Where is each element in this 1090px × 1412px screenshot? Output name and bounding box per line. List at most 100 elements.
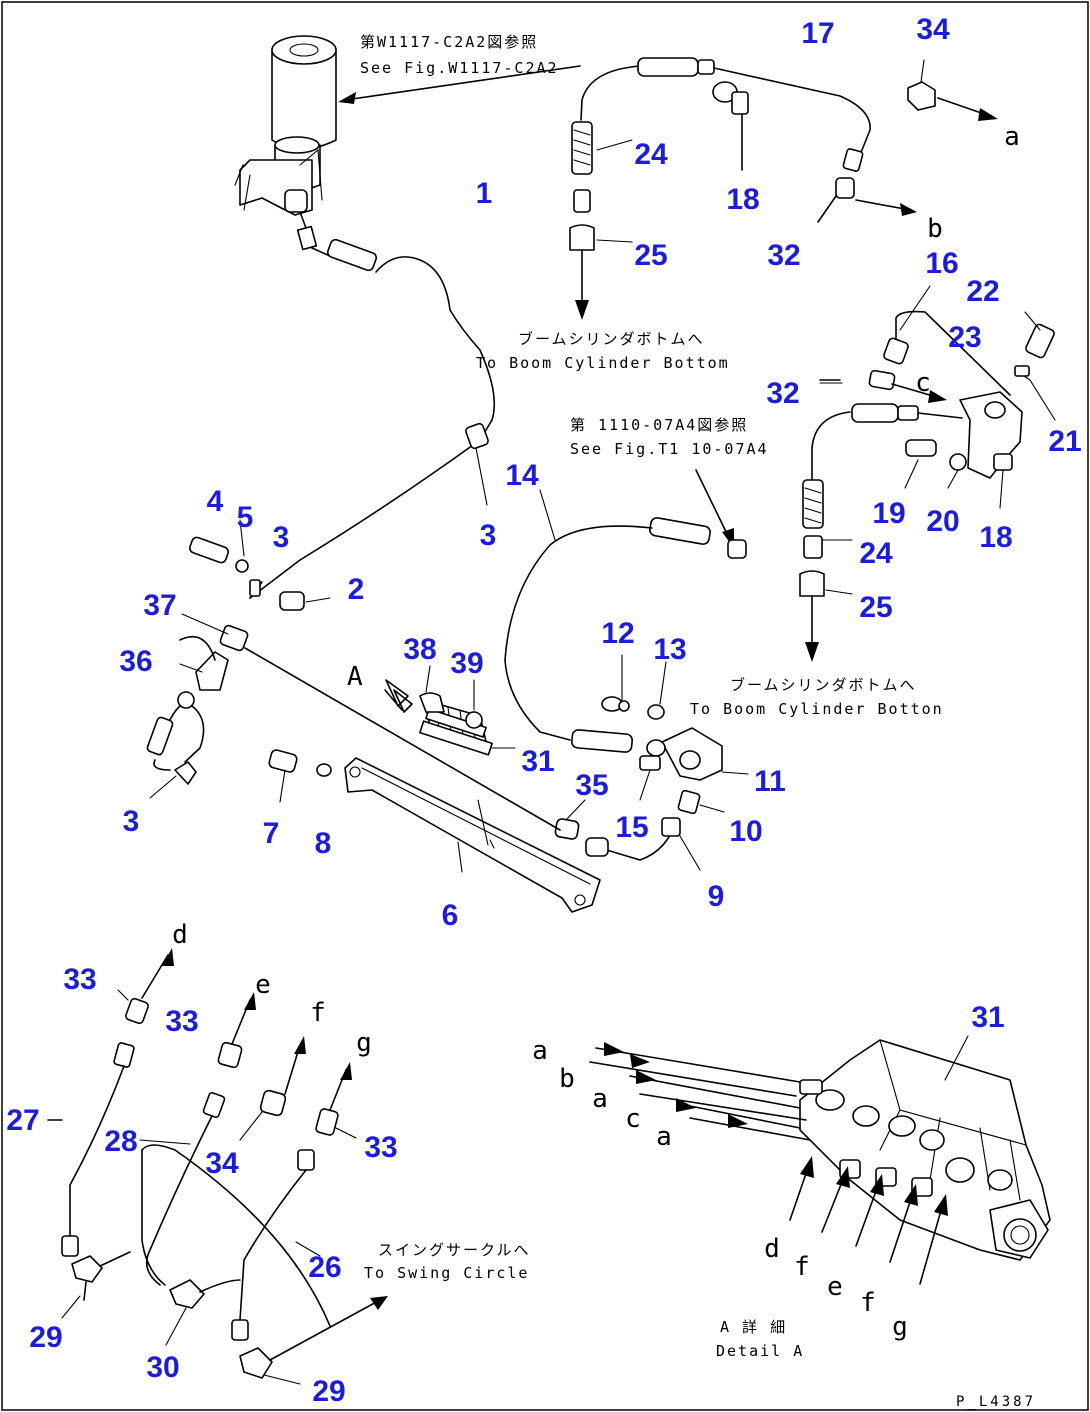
fitting-group-10-15 [554,654,749,871]
part-number-38: 38 [403,633,436,666]
boom1-jp: ブームシリンダボトムへ [518,330,705,348]
part-number-36: 36 [119,645,152,678]
ref-fig1-en: See Fig.W1117-C2A2 [360,59,559,77]
solenoid-valve-assembly [234,35,496,421]
port-letter-f: f [310,998,326,1028]
part-number-39: 39 [450,647,483,680]
ref-fig2-en: See Fig.T1 10-07A4 [570,440,769,458]
part-number-31: 31 [521,745,554,778]
part-number-31: 31 [971,1001,1004,1034]
part-number-17: 17 [801,17,834,50]
port-letter-e: e [255,970,271,1000]
part-number-33: 33 [364,1131,397,1164]
part-number-29: 29 [29,1321,62,1354]
swing-circle-hoses [47,948,388,1385]
part-number-16: 16 [925,247,958,280]
swing-jp: スイングサークルへ [378,1241,531,1259]
port-letter-c: c [625,1104,641,1134]
part-number-14: 14 [505,459,539,492]
part-number-37: 37 [143,589,176,622]
left-fitting-group [146,519,331,799]
part-number-12: 12 [601,617,634,650]
part-number-5: 5 [237,501,254,534]
detail-jp: A 詳 細 [720,1318,787,1336]
port-letter-d: d [764,1234,780,1264]
part-number-27: 27 [6,1104,39,1137]
detail-a-caption: A 詳 細 Detail A [716,1318,804,1360]
detail-a-valve [589,1035,1051,1285]
port-letter-b: b [559,1064,575,1094]
part-number-8: 8 [315,827,332,860]
port-letter-a: a [532,1036,548,1066]
port-letter-f: f [794,1252,810,1282]
part-number-7: 7 [263,817,280,850]
part-number-33: 33 [63,963,96,996]
part-number-26: 26 [308,1251,341,1284]
swing-en: To Swing Circle [364,1264,529,1282]
boom2-en: To Boom Cylinder Botton [690,700,944,718]
part-number-9: 9 [708,880,725,913]
ref-fig2-jp: 第 1110-07A4図参照 [570,416,748,434]
boom2-jp: ブームシリンダボトムへ [730,676,917,694]
part-number-32: 32 [766,377,799,410]
boom-cylinder-note-1: ブームシリンダボトムへ To Boom Cylinder Bottom [476,330,730,372]
part-number-35: 35 [575,769,608,802]
figure-code: P_L4387 [956,1394,1036,1410]
view-label-a: A [347,662,363,692]
part-number-15: 15 [615,811,648,844]
port-letter-a: a [592,1084,608,1114]
part-number-25: 25 [859,591,892,624]
part-number-3: 3 [273,521,290,554]
part-number-32: 32 [767,239,800,272]
part-number-33: 33 [165,1005,198,1038]
port-letter-g: g [892,1312,908,1342]
detail-en: Detail A [716,1342,804,1360]
part-number-18: 18 [979,521,1012,554]
part-number-3: 3 [480,519,497,552]
control-valve-31 [244,647,561,831]
port-letter-b: b [927,214,943,244]
hose-17-assembly [569,57,917,320]
boom-cylinder-note-2: ブームシリンダボトムへ To Boom Cylinder Botton [690,676,944,718]
part-number-20: 20 [926,505,959,538]
boom1-en: To Boom Cylinder Bottom [476,354,730,372]
part-number-21: 21 [1048,425,1081,458]
elbow-34-top [907,59,998,121]
ref-fig1-jp: 第W1117-C2A2図参照 [360,33,538,51]
part-number-3: 3 [123,805,140,838]
port-letter-g: g [356,1028,372,1058]
port-letter-e: e [827,1272,843,1302]
part-number-34: 34 [205,1147,239,1180]
part-number-11: 11 [754,765,786,798]
part-number-28: 28 [104,1125,137,1158]
mounting-bracket-6 [268,749,601,913]
part-number-34: 34 [916,13,950,46]
port-letter-d: d [172,920,188,950]
port-letter-f: f [860,1288,876,1318]
clamp-3-upper [465,422,489,450]
part-number-13: 13 [653,633,686,666]
part-number-2: 2 [348,573,365,606]
part-number-19: 19 [872,497,905,530]
part-number-6: 6 [442,899,459,932]
port-letter-a: a [1004,122,1020,152]
part-number-29: 29 [312,1375,345,1408]
port-letter-c: c [915,368,931,398]
part-number-1: 1 [476,177,493,210]
swing-circle-note: スイングサークルへ To Swing Circle [364,1241,531,1282]
part-number-30: 30 [146,1351,179,1384]
part-number-25: 25 [634,239,667,272]
part-number-24: 24 [859,537,893,570]
hose-1 [249,419,493,599]
hose-16-assembly [799,285,1056,662]
part-number-24: 24 [634,138,668,171]
hose-14-assembly: 第 1110-07A4図参照 See Fig.T1 10-07A4 [504,416,769,753]
ref-fig1-note: 第W1117-C2A2図参照 See Fig.W1117-C2A2 [338,33,581,104]
part-number-22: 22 [966,275,999,308]
part-number-10: 10 [729,815,762,848]
part-number-18: 18 [726,183,759,216]
